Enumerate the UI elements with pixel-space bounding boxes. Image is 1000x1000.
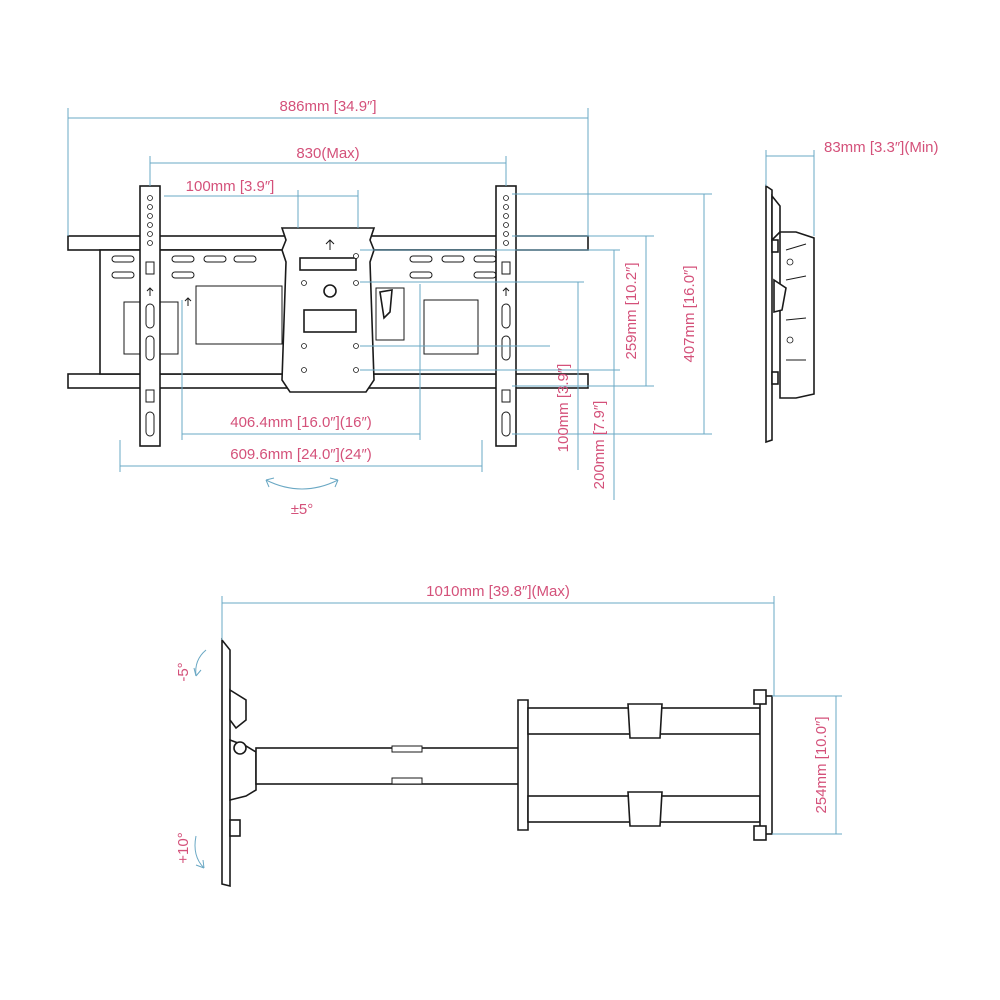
center-plate-bracket: [299, 257, 357, 271]
min-spacing-label: 100mm [3.9″]: [186, 178, 275, 195]
tilt-lever: [379, 289, 393, 320]
up-arrow-icon: [146, 287, 154, 296]
overall-width-label: 886mm [34.9″]: [279, 98, 376, 115]
height-100-label: 100mm [3.9″]: [555, 364, 572, 453]
rotation-arc-icon: [265, 479, 339, 490]
wall-plate-height-label: 254mm [10.0″]: [813, 716, 830, 813]
center-plate-knob: [323, 284, 337, 298]
right-vertical-bracket: [495, 185, 517, 447]
side-tv-bracket: [765, 184, 773, 444]
up-arrow-icon: [184, 297, 192, 306]
wall-plate-slots: [111, 255, 497, 279]
top-view: -5° +10° 1010mm [39.8″](Max) 254mm [10.0…: [175, 583, 842, 888]
left-vertical-bracket: [139, 185, 161, 447]
side-arm-assembly: [779, 231, 815, 399]
tilt-up-label: -5°: [175, 662, 192, 681]
front-view: ±5° 886mm [34.9″] 830(Max) 100mm [3.9″] …: [67, 98, 712, 518]
pivot-knob: [233, 741, 247, 755]
side-depth-label: 83mm [3.3″](Min): [824, 139, 939, 156]
wall-plate-window-center-left: [195, 285, 283, 345]
height-259-label: 259mm [10.2″]: [623, 262, 640, 359]
wall-plate-window-right: [423, 299, 479, 355]
tilt-angle-label: ±5°: [291, 501, 314, 518]
main-arm: [255, 747, 523, 785]
vesa-width-small-label: 406.4mm [16.0″](16″): [230, 414, 372, 431]
height-407-label: 407mm [16.0″]: [681, 265, 698, 362]
rail-span-label: 830(Max): [296, 145, 359, 162]
height-200-label: 200mm [7.9″]: [591, 401, 608, 490]
up-arrow-icon: [502, 287, 510, 296]
center-plate-clamp: [303, 309, 357, 333]
center-mount-plate: [280, 227, 376, 393]
side-view: 83mm [3.3″](Min): [765, 139, 939, 444]
tilt-up-arrow-icon: [195, 649, 207, 677]
vesa-width-large-label: 609.6mm [24.0″](24″): [230, 446, 372, 463]
tilt-down-label: +10°: [175, 832, 192, 863]
top-tv-bracket: [221, 637, 231, 888]
extension-label: 1010mm [39.8″](Max): [426, 583, 570, 600]
tilt-down-arrow-icon: [194, 835, 205, 869]
wall-plate-side: [759, 695, 773, 835]
